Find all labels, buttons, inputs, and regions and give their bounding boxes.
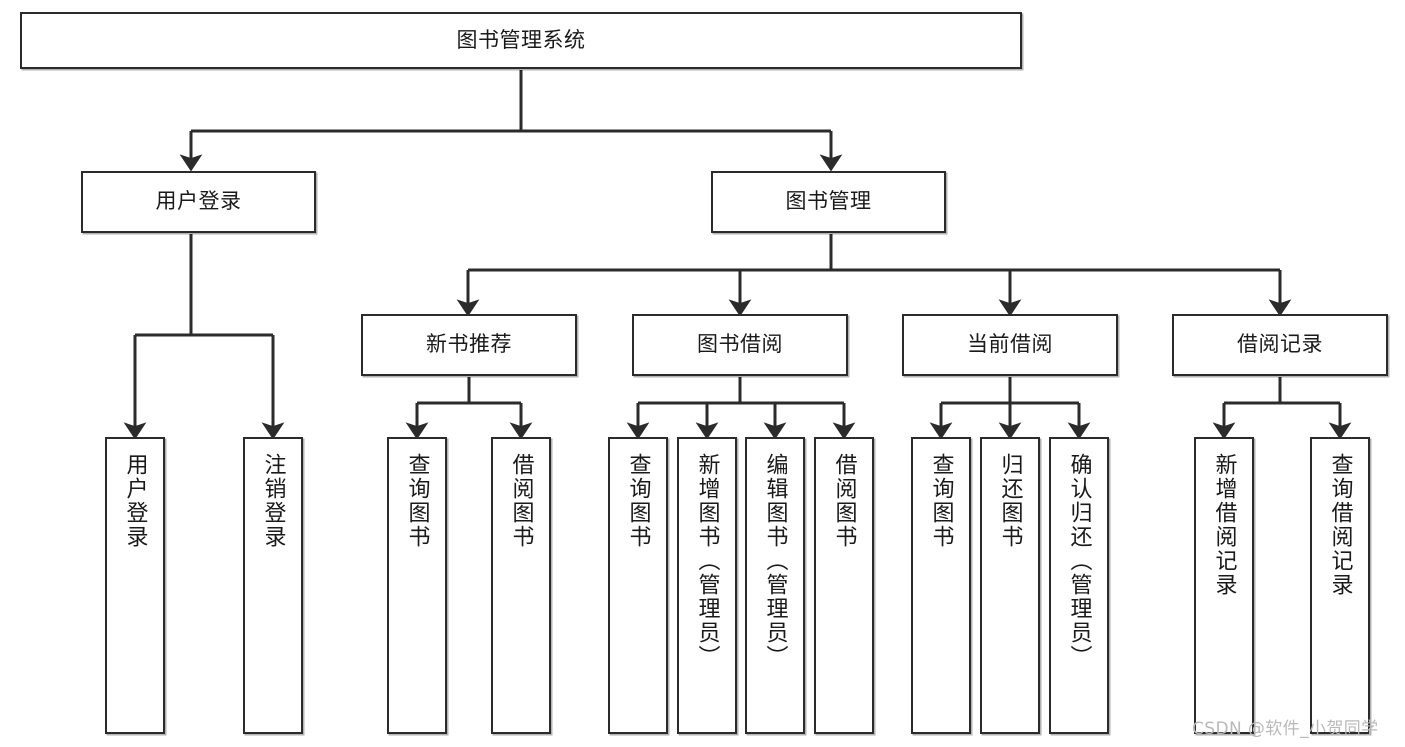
leaf-borrow-query-book[interactable]: 查询图书 — [608, 437, 668, 734]
node-label: 图书借阅 — [697, 332, 783, 357]
node-label: 用户登录 — [122, 453, 148, 549]
leaf-records-query-record[interactable]: 查询借阅记录 — [1310, 437, 1370, 734]
node-label: 新书推荐 — [426, 332, 512, 357]
leaf-new-books-borrow-book[interactable]: 借阅图书 — [491, 437, 551, 734]
node-label: 新增图书（管理员） — [694, 453, 720, 669]
leaf-borrow-edit-book-admin[interactable]: 编辑图书（管理员） — [745, 437, 805, 734]
node-label: 编辑图书（管理员） — [762, 453, 788, 669]
node-root-library-system[interactable]: 图书管理系统 — [20, 12, 1022, 69]
leaf-current-query-book[interactable]: 查询图书 — [911, 437, 971, 734]
node-label: 注销登录 — [260, 453, 286, 549]
leaf-current-confirm-return-admin[interactable]: 确认归还（管理员） — [1049, 437, 1109, 734]
leaf-user-login-signout[interactable]: 注销登录 — [243, 437, 303, 734]
node-label: 图书管理 — [785, 189, 872, 214]
node-borrow-records[interactable]: 借阅记录 — [1172, 314, 1388, 376]
node-label: 查询图书 — [625, 453, 651, 549]
node-label: 归还图书 — [997, 453, 1023, 549]
node-label: 新增借阅记录 — [1211, 453, 1237, 597]
node-label: 确认归还（管理员） — [1066, 453, 1092, 669]
node-label: 借阅图书 — [831, 453, 857, 549]
leaf-borrow-add-book-admin[interactable]: 新增图书（管理员） — [677, 437, 737, 734]
node-label: 图书管理系统 — [456, 27, 586, 52]
node-book-borrowing[interactable]: 图书借阅 — [632, 314, 848, 376]
node-label: 查询图书 — [404, 453, 430, 549]
leaf-borrow-borrow-book[interactable]: 借阅图书 — [814, 437, 874, 734]
node-label: 用户登录 — [155, 189, 242, 214]
leaf-current-return-book[interactable]: 归还图书 — [980, 437, 1040, 734]
leaf-new-books-query-book[interactable]: 查询图书 — [387, 437, 447, 734]
leaf-user-login-signin[interactable]: 用户登录 — [105, 437, 165, 734]
node-book-management[interactable]: 图书管理 — [711, 171, 946, 233]
node-label: 借阅图书 — [508, 453, 534, 549]
node-new-book-recommendation[interactable]: 新书推荐 — [361, 314, 577, 376]
node-label: 查询借阅记录 — [1327, 453, 1353, 597]
leaf-records-add-record[interactable]: 新增借阅记录 — [1194, 437, 1254, 734]
node-label: 当前借阅 — [967, 332, 1053, 357]
node-label: 借阅记录 — [1237, 332, 1323, 357]
node-user-login[interactable]: 用户登录 — [81, 171, 316, 233]
node-label: 查询图书 — [928, 453, 954, 549]
node-current-borrowing[interactable]: 当前借阅 — [902, 314, 1118, 376]
